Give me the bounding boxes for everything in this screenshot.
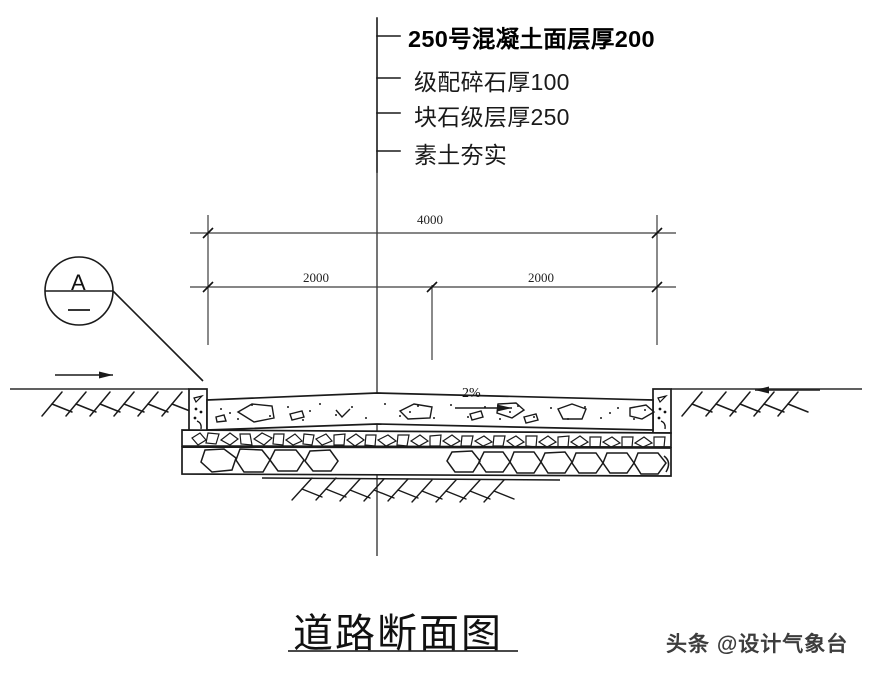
ground-arrow-left [55, 371, 113, 379]
subgrade-hatch [291, 477, 515, 503]
ground-hatch-right [681, 391, 809, 417]
rubble-stones [200, 448, 670, 475]
curb-right [652, 388, 672, 434]
section-marker-a [44, 256, 204, 382]
watermark: 头条 @设计气象台 [666, 633, 849, 656]
legend-item-layer-rubble: 块石级层厚250 [414, 104, 570, 130]
concrete-aggregate [215, 402, 656, 424]
legend-leader-lines [376, 17, 401, 173]
curb-left-texture [193, 394, 204, 430]
dimension-lines [190, 215, 676, 360]
slope-label: 2% [462, 386, 481, 401]
slope-arrow [455, 404, 512, 412]
dimension-label-overall: 4000 [417, 212, 443, 227]
gravel-fragments [191, 432, 666, 448]
legend-item-layer-graded-gravel: 级配碎石厚100 [414, 69, 570, 95]
dimension-label-right-half: 2000 [528, 270, 554, 285]
page-title: 道路断面图 [293, 611, 503, 656]
ground-hatch-left [41, 391, 191, 417]
layer-rubble-base [181, 446, 672, 477]
curb-right-texture [657, 394, 668, 430]
section-marker-letter: A [71, 270, 86, 295]
subgrade-line [261, 477, 561, 481]
dimension-ticks [202, 227, 663, 293]
dimension-label-left-half: 2000 [303, 270, 329, 285]
concrete-stipple [220, 403, 646, 421]
curb-left [188, 388, 208, 434]
legend-item-layer-subgrade: 素土夯实 [414, 142, 508, 168]
section-marker-leader [112, 290, 204, 382]
legend-item-layer-surface: 250号混凝土面层厚200 [408, 26, 655, 52]
ground-arrow-right [755, 386, 820, 394]
layer-concrete-surface [206, 392, 654, 431]
